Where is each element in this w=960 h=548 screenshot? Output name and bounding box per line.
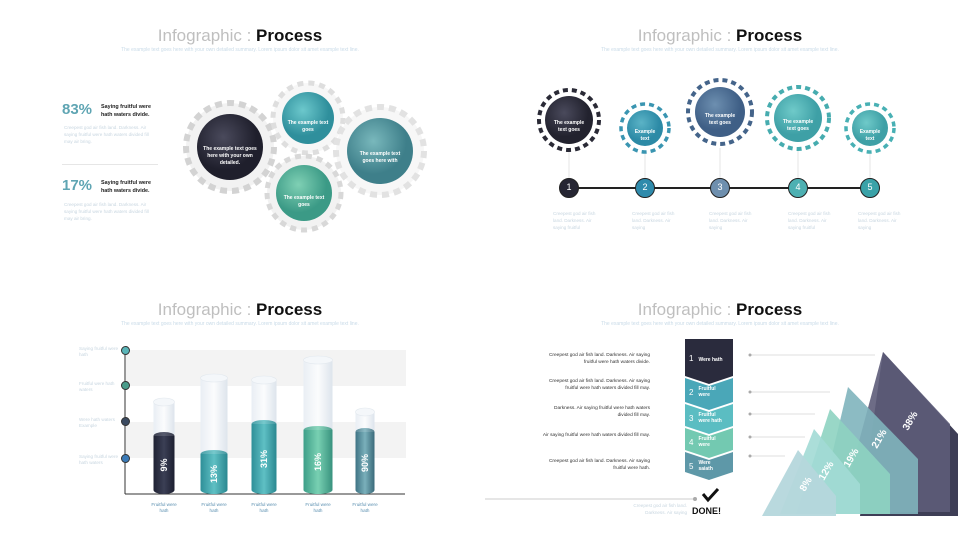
cylinder-chart: 9% 13% 31% 16% 90%	[124, 350, 406, 495]
slide-subtitle: The example text goes here with your own…	[121, 47, 359, 53]
bar-value-label: 31%	[259, 450, 269, 468]
stat-heading-1: Saying fruitful were hath waters divide.	[101, 104, 152, 118]
legend-marker	[121, 417, 130, 426]
legend-label: Saying fruitful were hath waters	[79, 454, 119, 465]
legend-marker	[121, 381, 130, 390]
slide-subtitle: The example text goes here with your own…	[601, 47, 839, 53]
step-text: Creepest god air fish land. Darkness. Ai…	[553, 211, 596, 230]
bar-caption: Fruitful were hath	[305, 502, 331, 513]
bar-caption: Fruitful were hath	[201, 502, 227, 513]
gear-cluster	[183, 80, 427, 233]
step-text: Creepest god air fish land. Darkness. Ai…	[788, 211, 831, 230]
done-caption: Creepest god air fish land. Darkness. Ai…	[633, 503, 687, 515]
slide-subtitle: The example text goes here with your own…	[121, 321, 359, 327]
bar-caption: Fruitful were hath	[352, 502, 378, 513]
gear-text: The example text goes	[283, 195, 325, 208]
gear-text: The example text goes	[553, 120, 585, 133]
step-description: Creepest god air fish land. Darkness. Ai…	[548, 353, 650, 365]
stat-body-2: Creepest god air fish land. Darkness. Ai…	[64, 202, 149, 221]
gear-text: Example text	[634, 129, 656, 142]
bar-value-label: 9%	[159, 458, 169, 471]
bar-value-label: 16%	[313, 453, 323, 471]
gear-icon	[619, 102, 671, 154]
cylinder-bar: 16%	[303, 355, 333, 494]
cylinder-bar: 31%	[251, 375, 277, 494]
slide-gears-stats: Infographic : Process The example text g…	[0, 0, 480, 274]
stat-value-2: 17%	[62, 177, 93, 194]
slide-pyramid-steps: Infographic : Process The example text g…	[480, 274, 960, 548]
gear-icon	[537, 88, 601, 152]
step-text: Creepest god air fish land. Darkness. Ai…	[632, 211, 675, 230]
gear-text: The example text goes	[782, 119, 814, 132]
slide-title: Infographic : Process	[637, 26, 803, 45]
stat-value-1: 83%	[62, 101, 93, 118]
slide-gear-timeline: Infographic : Process The example text g…	[480, 0, 960, 274]
divider	[62, 164, 158, 165]
legend-label: Saying fruitful were hath	[79, 346, 119, 357]
slide-title: Infographic : Process	[157, 26, 323, 45]
legend-label: Were hath waters Example	[79, 417, 115, 428]
step-marker-2: 2	[635, 178, 655, 198]
gear-icon	[270, 80, 346, 156]
bar-value-label: 13%	[209, 465, 219, 483]
gear-text: The example text goes here with your own…	[203, 146, 257, 166]
gear-text: The example text goes	[704, 113, 736, 126]
gear-icon	[765, 85, 831, 151]
step-text: Creepest god air fish land. Darkness. Ai…	[858, 211, 901, 230]
legend-marker	[121, 346, 130, 355]
bar-caption: Fruitful were hath	[251, 502, 277, 513]
slide-cylinder-bars: Infographic : Process The example text g…	[0, 274, 480, 548]
gear-icon	[183, 100, 277, 194]
slide-subtitle: The example text goes here with your own…	[601, 321, 839, 327]
step-text: Creepest god air fish land. Darkness. Ai…	[709, 211, 752, 230]
done-label: DONE!	[692, 506, 721, 516]
arrow-pyramid-graphic	[485, 339, 958, 516]
legend-label: Fruitful were hath waters	[79, 381, 115, 392]
cylinder-bar: 90%	[355, 407, 375, 494]
gear-icon	[686, 78, 754, 146]
slide-title: Infographic : Process	[157, 300, 323, 319]
step-description: Creepest god air fish land. Darkness. Ai…	[548, 459, 650, 471]
bar-value-label: 90%	[360, 454, 370, 472]
step-description: Air saying fruitful were hath waters div…	[542, 433, 650, 438]
gear-text: Example text	[859, 129, 881, 142]
step-description: Creepest god air fish land. Darkness. Ai…	[548, 379, 650, 391]
checkmark-icon	[701, 487, 720, 503]
gear-icon	[264, 153, 344, 233]
gear-text: The example text goes	[287, 120, 329, 133]
gear-text: The example text goes here with	[359, 151, 401, 164]
legend-marker	[121, 454, 130, 463]
step-marker-3: 3	[710, 178, 730, 198]
step-marker-5: 5	[860, 178, 880, 198]
cylinder-bar: 9%	[153, 397, 175, 494]
timeline-graphic	[537, 78, 896, 189]
stat-body-1: Creepest god air fish land. Darkness. Ai…	[64, 125, 149, 144]
cylinder-bar: 13%	[200, 373, 228, 494]
step-description: Darkness. Air saying fruitful were hath …	[554, 406, 650, 418]
slide-title: Infographic : Process	[637, 300, 803, 319]
stat-heading-2: Saying fruitful were hath waters divide.	[101, 180, 152, 194]
step-marker-1: 1	[559, 178, 579, 198]
gear-icon	[333, 104, 427, 198]
step-marker-4: 4	[788, 178, 808, 198]
bar-caption: Fruitful were hath	[151, 502, 177, 513]
gear-icon	[844, 102, 896, 154]
